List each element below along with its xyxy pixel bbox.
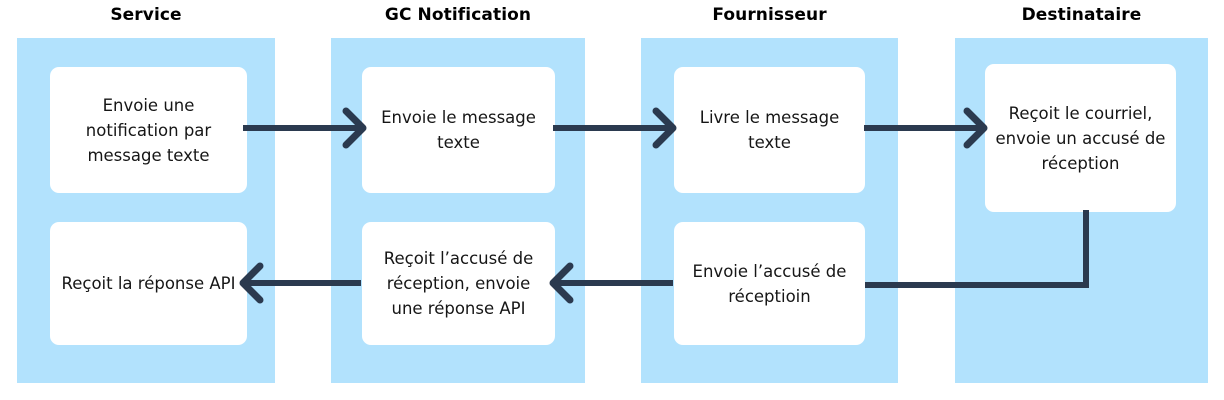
process-node-recipient-receive: Reçoit le courriel, envoie un accusé de … — [985, 64, 1176, 212]
process-node-label: Envoie une notification par message text… — [85, 95, 212, 165]
process-node-label: Reçoit la réponse API — [61, 274, 236, 293]
process-node-label: Reçoit l’accusé de réception, envoie une… — [383, 249, 534, 318]
process-node-label: Envoie le message texte — [381, 108, 536, 152]
process-node-label: Livre le message texte — [699, 108, 840, 152]
process-node-label: Reçoit le courriel, envoie un accusé de … — [995, 103, 1166, 173]
process-node-gc-send: Envoie le message texte — [362, 67, 555, 193]
process-node-label: Envoie l’accusé de réceptioin — [692, 261, 847, 306]
column-header-destinataire: Destinataire — [1021, 5, 1142, 25]
process-node-provider-deliver: Livre le message texte — [674, 67, 865, 193]
process-node-gc-ack: Reçoit l’accusé de réception, envoie une… — [362, 222, 555, 345]
process-node-service-send: Envoie une notification par message text… — [50, 67, 247, 193]
column-header-gc-notification: GC Notification — [384, 5, 532, 25]
process-node-service-response: Reçoit la réponse API — [50, 222, 247, 345]
process-node-provider-ack: Envoie l’accusé de réceptioin — [674, 222, 865, 345]
column-header-fournisseur: Fournisseur — [712, 5, 827, 25]
column-header-service: Service — [110, 5, 182, 25]
